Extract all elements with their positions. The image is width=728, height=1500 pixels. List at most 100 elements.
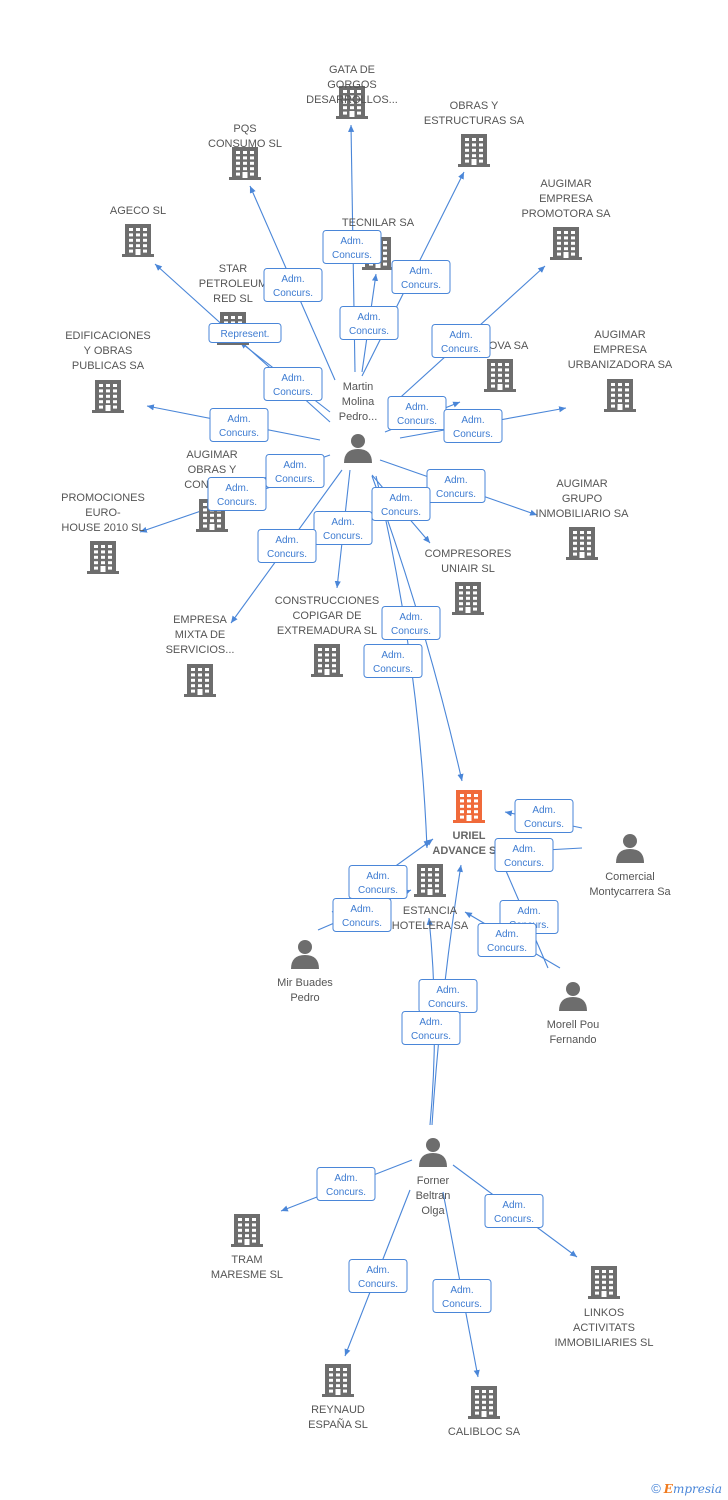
node-label-line: OBRAS Y xyxy=(450,100,499,112)
edge-relation-label[interactable]: Adm.Concurs. xyxy=(418,979,478,1013)
edge-relation-label[interactable]: Adm.Concurs. xyxy=(363,644,423,678)
edge-relation-label[interactable]: Adm.Concurs. xyxy=(387,396,447,430)
edge-relation-label[interactable]: Adm.Concurs. xyxy=(265,454,325,488)
node-ageco[interactable]: AGECO SL xyxy=(110,205,166,257)
edge-label-box xyxy=(263,367,323,401)
building-window xyxy=(467,804,471,808)
building-door xyxy=(324,669,330,675)
building-window xyxy=(343,111,347,115)
copyright-symbol: © xyxy=(651,1481,661,1496)
footer-brand[interactable]: ©Empresia xyxy=(651,1481,722,1496)
edge-relation-label[interactable]: Adm.Concurs. xyxy=(209,408,269,442)
edge-relation-label[interactable]: Adm.Concurs. xyxy=(207,477,267,511)
node-label-line: MARESME SL xyxy=(211,1269,283,1281)
edge-label-text: Adm. xyxy=(334,1173,357,1184)
node-calibloc[interactable]: CALIBLOC SA xyxy=(448,1386,521,1438)
edge-label-text: Adm. xyxy=(366,871,389,882)
edge-relation-label[interactable]: Adm.Concurs. xyxy=(381,606,441,640)
node-label-line: AUGIMAR xyxy=(540,178,591,190)
edge-label-text: Adm. xyxy=(281,274,304,285)
node-gata[interactable]: GATA DEGORGOSDESARROLLOS... xyxy=(306,64,398,119)
edge-label-text: Adm. xyxy=(502,1200,525,1211)
building-base xyxy=(362,267,394,270)
edge-label-box xyxy=(332,898,392,932)
building-window xyxy=(224,316,228,319)
edge-relation-label[interactable]: Adm.Concurs. xyxy=(313,511,373,545)
edge-relation-label[interactable]: Adm.Concurs. xyxy=(371,487,431,521)
edge-relation-label[interactable]: Adm.Concurs. xyxy=(514,799,574,833)
building-base xyxy=(196,529,228,532)
building-window xyxy=(143,249,147,253)
edge-relation-label[interactable]: Adm.Concurs. xyxy=(322,230,382,264)
edge-relation-label[interactable]: Adm.Concurs. xyxy=(263,268,323,302)
edge-relation-label[interactable]: Adm.Concurs. xyxy=(391,260,451,294)
edge-relation-label[interactable]: Adm.Concurs. xyxy=(477,923,537,957)
edge-relation-label[interactable]: Adm.Concurs. xyxy=(339,306,399,340)
person-body xyxy=(559,997,587,1011)
building-window xyxy=(475,1406,479,1410)
edge-relation-label[interactable]: Adm.Concurs. xyxy=(484,1194,544,1228)
building-window xyxy=(217,524,221,528)
building-window xyxy=(557,236,561,240)
edge-label-box xyxy=(207,477,267,511)
edge-relation-label[interactable]: Adm.Concurs. xyxy=(316,1167,376,1201)
edge-relation-label[interactable]: Adm.Concurs. xyxy=(263,367,323,401)
edge-relation-label[interactable]: Adm.Concurs. xyxy=(257,529,317,563)
node-label-line: Forner xyxy=(417,1175,450,1187)
node-martin[interactable]: MartinMolinaPedro... xyxy=(339,381,378,463)
node-label-line: Fernando xyxy=(549,1034,596,1046)
building-window xyxy=(587,552,591,556)
building-window xyxy=(465,154,469,158)
building-window xyxy=(94,561,98,565)
edge-relation-label[interactable]: Represent. xyxy=(208,323,282,343)
edge-relation-label[interactable]: Adm.Concurs. xyxy=(348,1259,408,1293)
building-window xyxy=(498,368,502,372)
building-door xyxy=(465,607,471,613)
building-window xyxy=(421,873,425,877)
edge-relation-label[interactable]: Adm.Concurs. xyxy=(401,1011,461,1045)
building-base xyxy=(452,612,484,615)
edge-relation-label[interactable]: Adm.Concurs. xyxy=(494,838,554,872)
edge-relation-label[interactable]: Adm.Concurs. xyxy=(432,1279,492,1313)
building-window xyxy=(343,90,347,93)
building-window xyxy=(236,156,240,160)
building-window xyxy=(350,100,354,104)
building-base xyxy=(566,557,598,560)
building-window xyxy=(108,566,112,570)
building-window xyxy=(238,1218,242,1221)
edge-label-text: Adm. xyxy=(461,415,484,426)
building-window xyxy=(343,95,347,99)
building-window xyxy=(106,394,110,398)
edge-relation-label[interactable]: Adm.Concurs. xyxy=(426,469,486,503)
edge-label-box xyxy=(209,408,269,442)
building-window xyxy=(489,1411,493,1415)
edge-label-text: Concurs. xyxy=(442,1299,482,1310)
edge-relation-label[interactable]: Adm.Concurs. xyxy=(431,324,491,358)
edge-relation-label[interactable]: Adm.Concurs. xyxy=(443,409,503,443)
edge-relation-label[interactable]: Adm.Concurs. xyxy=(348,865,408,899)
building-window xyxy=(343,1384,347,1388)
building-window xyxy=(472,154,476,158)
edge-relation-label[interactable]: Adm.Concurs. xyxy=(332,898,392,932)
